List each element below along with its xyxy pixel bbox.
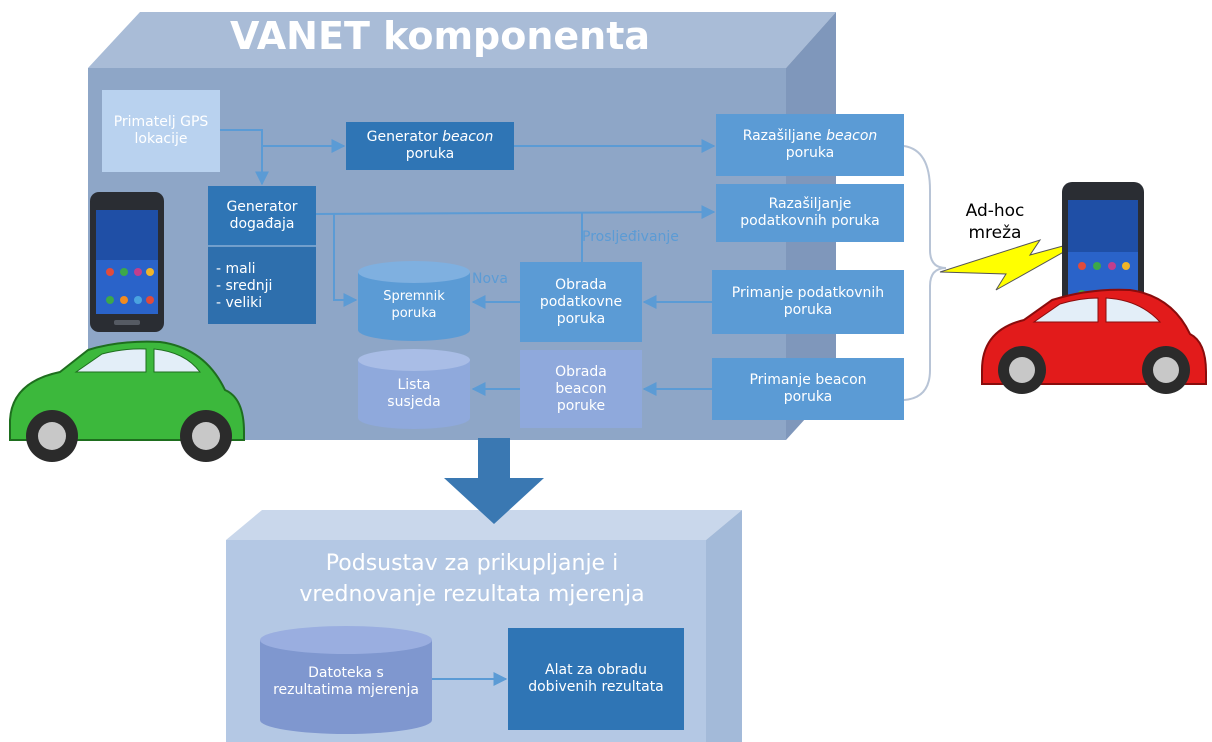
message-store-line1: Spremnik: [383, 289, 445, 304]
neighbor-list-line2: susjeda: [387, 394, 441, 410]
data-broadcast-box[interactable]: [716, 184, 904, 242]
beacon-receive-box[interactable]: [712, 358, 904, 420]
beacon-processing-label: Obrada beacon poruke: [520, 350, 642, 428]
analysis-tool-line2: dobivenih rezultata: [528, 679, 664, 695]
subsystem-title-line1: Podsustav za prikupljanje i: [325, 551, 619, 576]
data-receive-label: Primanje podatkovnih poruka: [712, 270, 904, 334]
subsystem-title: Podsustav za prikupljanje i vrednovanje …: [262, 548, 682, 610]
results-file-label: Datoteka s rezultatima mjerenja: [260, 654, 432, 710]
network-brace: [903, 145, 947, 401]
data-processing-line2: podatkovne: [539, 293, 623, 310]
event-size-small: - mali: [216, 260, 256, 277]
big-down-arrow: [444, 438, 544, 524]
event-generator-line2: događaja: [229, 216, 295, 232]
message-store-cylinder[interactable]: [358, 261, 470, 341]
beacon-receive-label: Primanje beacon poruka: [712, 358, 904, 420]
subsystem-box-side: [706, 510, 742, 742]
subsystem-title-line2: vrednovanje rezultata mjerenja: [299, 582, 645, 607]
event-size-medium: - srednji: [216, 277, 273, 294]
red-car-icon: [981, 288, 1207, 394]
beacon-processing-line1: Obrada: [555, 363, 607, 380]
beacon-broadcast-line1: Razašiljane: [742, 128, 827, 144]
message-store-label: Spremnik poruka: [358, 280, 470, 330]
beacon-generator-box[interactable]: [346, 122, 514, 170]
beacon-broadcast-italic: beacon: [826, 128, 878, 144]
beacon-processing-line2: beacon: [555, 380, 607, 397]
green-car-icon: [9, 340, 245, 462]
beacon-receive-line1: Primanje beacon: [749, 372, 867, 388]
data-broadcast-line1: Razašiljanje: [768, 196, 852, 212]
arrow-gps-to-event: [220, 129, 269, 186]
event-generator-box[interactable]: [208, 186, 316, 246]
beacon-generator-label: Generator beacon poruka: [346, 122, 514, 170]
arrow-event-to-store: [333, 214, 358, 307]
beacon-processing-box[interactable]: [520, 350, 642, 428]
results-file-cylinder[interactable]: [260, 626, 432, 734]
neighbor-list-label: Lista susjeda: [358, 368, 470, 420]
data-processing-box[interactable]: [520, 262, 642, 342]
beacon-broadcast-line2: poruka: [785, 145, 835, 161]
event-sizes-box[interactable]: [208, 246, 316, 324]
results-file-line1: Datoteka s: [308, 665, 384, 681]
event-size-large: - veliki: [216, 294, 263, 311]
beacon-receive-line2: poruka: [783, 389, 833, 405]
data-receive-line1: Primanje podatkovnih: [731, 285, 885, 301]
data-processing-line3: poruka: [556, 310, 606, 327]
beacon-generator-line1: Generator: [366, 129, 443, 145]
data-broadcast-line2: podatkovnih poruka: [740, 213, 880, 229]
adhoc-network-line1: Ad-hoc: [965, 201, 1025, 221]
message-store-line2: poruka: [391, 306, 437, 321]
edge-label-forwarding: Prosljeđivanje: [582, 229, 679, 245]
data-receive-line2: poruka: [783, 302, 833, 318]
edge-label-new: Nova: [472, 271, 508, 287]
event-generator-line1: Generator: [226, 199, 298, 215]
data-broadcast-label: Razašiljanje podatkovnih poruka: [716, 184, 904, 242]
left-phone-icon: [90, 192, 164, 332]
event-generator-label: Generator događaja: [208, 186, 316, 246]
event-sizes-list: - mali - srednji - veliki: [208, 250, 316, 322]
vanet-box-top: [88, 12, 836, 68]
results-file-line2: rezultatima mjerenja: [273, 682, 419, 698]
beacon-generator-line2: poruka: [405, 146, 455, 162]
analysis-tool-line1: Alat za obradu: [545, 662, 647, 678]
beacon-broadcast-box[interactable]: [716, 114, 904, 176]
analysis-tool-label: Alat za obradu dobivenih rezultata: [508, 628, 684, 730]
gps-receiver-line2: lokacije: [134, 131, 188, 147]
neighbor-list-line1: Lista: [397, 377, 431, 393]
gps-receiver-line1: Primatelj GPS: [113, 114, 209, 130]
neighbor-list-cylinder[interactable]: [358, 349, 470, 429]
analysis-tool-box[interactable]: [508, 628, 684, 730]
adhoc-network-line2: mreža: [968, 223, 1022, 243]
beacon-broadcast-label: Razašiljane beacon poruka: [716, 114, 904, 176]
gps-receiver-label: Primatelj GPS lokacije: [102, 90, 220, 172]
vanet-title: VANET komponenta: [229, 14, 651, 58]
data-processing-line1: Obrada: [555, 276, 607, 293]
subsystem-box-top: [226, 510, 742, 540]
flow-arrows: [220, 129, 716, 686]
gps-receiver-box[interactable]: [102, 90, 220, 172]
beacon-processing-line3: poruke: [556, 397, 606, 414]
data-processing-label: Obrada podatkovne poruka: [520, 262, 642, 342]
data-receive-box[interactable]: [712, 270, 904, 334]
adhoc-network-label: Ad-hoc mreža: [950, 200, 1040, 244]
beacon-generator-italic: beacon: [442, 129, 494, 145]
arrow-event-to-data-broadcast: [315, 205, 716, 220]
